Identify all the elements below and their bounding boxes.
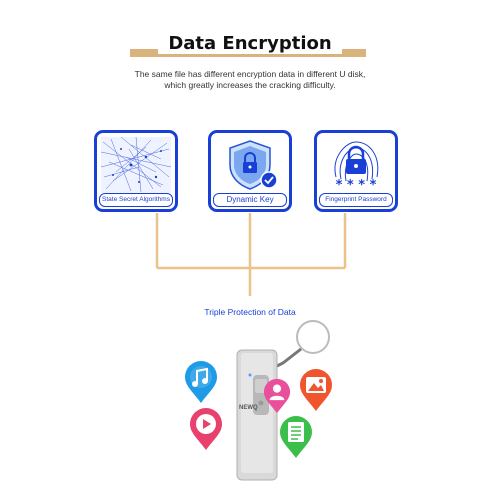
feature-card-state-secret: State Secret Algorithms bbox=[94, 130, 178, 212]
network-icon bbox=[100, 136, 172, 193]
feature-card-fingerprint: * * * * Fingerprint Password bbox=[314, 130, 398, 212]
usb-drive bbox=[236, 320, 330, 481]
triple-protection-caption: Triple Protection of Data bbox=[204, 307, 296, 317]
fingerprint-lock-icon: * * * * bbox=[321, 137, 391, 193]
feature-label-fingerprint: Fingerprint Password bbox=[319, 193, 393, 207]
feature-label-state-secret: State Secret Algorithms bbox=[99, 193, 173, 207]
subtitle-line-1: The same file has different encryption d… bbox=[134, 69, 366, 79]
feature-card-dynamic-key: Dynamic Key bbox=[208, 130, 292, 212]
image-icon bbox=[300, 369, 332, 411]
feature-label-dynamic-key: Dynamic Key bbox=[213, 193, 287, 207]
shield-lock-icon bbox=[215, 137, 285, 193]
music-icon bbox=[185, 361, 217, 403]
video-icon bbox=[190, 408, 222, 450]
svg-text:* * * *: * * * * bbox=[336, 178, 377, 193]
contact-icon bbox=[263, 378, 291, 414]
subtitle-line-2: which greatly increases the cracking dif… bbox=[164, 80, 336, 90]
page-title: Data Encryption bbox=[0, 33, 500, 54]
document-icon bbox=[280, 416, 312, 458]
device-brand-label: NEWQ bbox=[239, 405, 258, 411]
